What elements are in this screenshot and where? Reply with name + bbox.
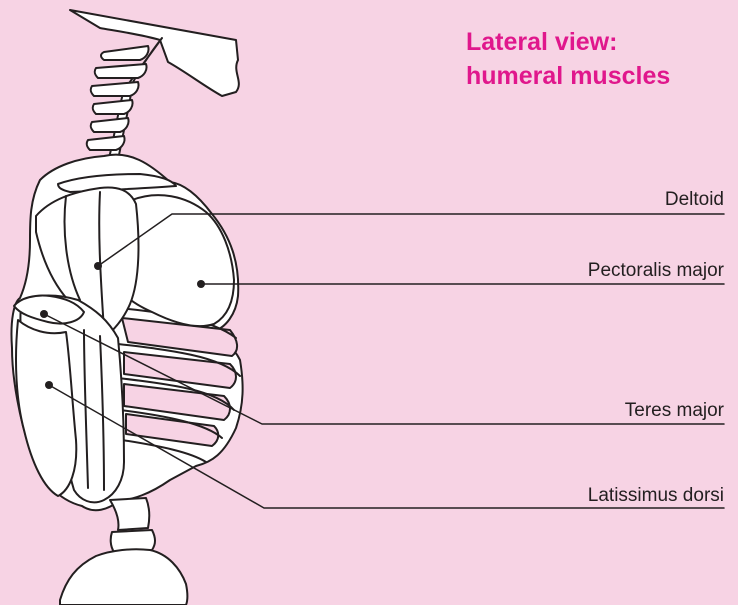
skull-base [70,10,239,96]
diagram-title-line-2: humeral muscles [466,64,670,89]
label-latissimus-dorsi: Latissimus dorsi [588,486,724,505]
latissimus-dot [45,381,53,389]
pelvis [60,549,188,605]
latissimus-dorsi-muscle [16,320,76,496]
deltoid-dot [94,262,102,270]
label-pectoralis-major: Pectoralis major [588,261,724,280]
teres-major-dot [40,310,48,318]
diagram-title-line-1: Lateral view: [466,30,617,55]
pectoralis-dot [197,280,205,288]
lumbar-spine [110,498,155,552]
label-deltoid: Deltoid [665,190,724,209]
cervical-spine [87,38,162,162]
label-teres-major: Teres major [625,401,724,420]
